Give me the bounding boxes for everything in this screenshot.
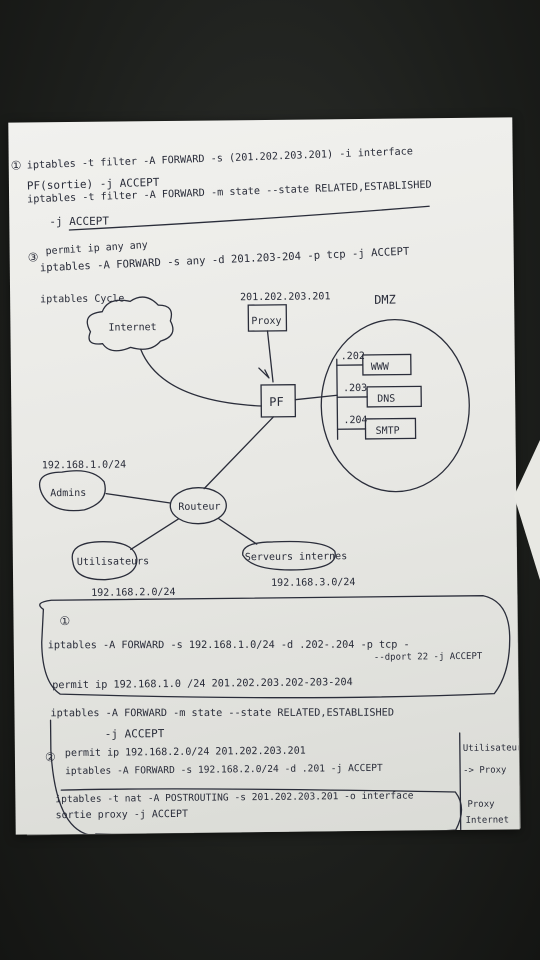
routeur-node: [169, 487, 227, 525]
dmz-zone: [320, 318, 470, 493]
side-note-1: Utilisateurs: [462, 743, 520, 754]
smtp-ip-label: .204: [343, 415, 367, 426]
admins-label: Admins: [50, 488, 86, 499]
admin-net-label: 192.168.1.0/24: [42, 459, 126, 471]
smtp-box: [364, 417, 417, 440]
notebook-page: ① iptables -t filter -A FORWARD -s (201.…: [8, 117, 520, 835]
servers-net-label: 192.168.3.0/24: [271, 577, 355, 589]
dns-label: DNS: [377, 394, 395, 405]
side-note-2: -> Proxy: [463, 765, 507, 776]
paper-edge-right: [514, 440, 540, 580]
dns-ip-label: .203: [343, 383, 367, 394]
part2-line3: iptables -A FORWARD -m state --state REL…: [50, 707, 394, 720]
part2-number2: ②: [44, 750, 56, 765]
dmz-label: DMZ: [374, 293, 396, 307]
pf-label: PF: [269, 395, 284, 409]
network-diagram: Internet Proxy 201.202.203.201 PF DMZ .2…: [38, 205, 511, 835]
side-note-3: Proxy: [467, 799, 495, 810]
proxy-label: Proxy: [251, 316, 281, 327]
smtp-label: SMTP: [375, 426, 399, 437]
part2-line1: iptables -A FORWARD -s 192.168.1.0/24 -d…: [47, 639, 410, 652]
users-zone: [71, 541, 138, 581]
servers-label: Serveurs internes: [245, 551, 347, 563]
internet-label: Internet: [108, 322, 156, 334]
users-net-label: 192.168.2.0/24: [91, 587, 175, 599]
proxy-ip-label: 201.202.203.201: [240, 291, 330, 303]
internet-cloud: [86, 296, 174, 352]
www-box: [362, 353, 412, 376]
admins-zone: [38, 470, 106, 512]
www-label: WWW: [371, 362, 390, 373]
side-note-4: Internet: [465, 815, 510, 826]
users-label: Utilisateurs: [77, 556, 149, 568]
www-ip-label: .202: [341, 351, 365, 362]
part2-line4: -j ACCEPT: [104, 727, 165, 741]
pf-box: [260, 384, 297, 418]
dns-box: [366, 385, 422, 408]
part2-line8: sortie proxy -j ACCEPT: [55, 808, 189, 822]
servers-zone: [242, 540, 336, 571]
routeur-label: Routeur: [178, 501, 220, 512]
part2-number1: ①: [59, 614, 71, 629]
part2-line1b: --dport 22 -j ACCEPT: [373, 651, 483, 663]
